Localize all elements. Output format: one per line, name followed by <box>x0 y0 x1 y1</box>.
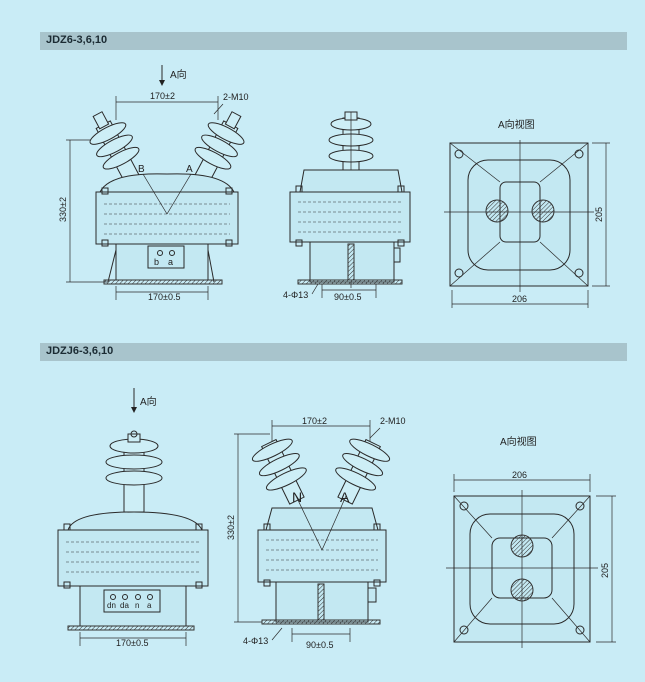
dim-top-spacing: 170±2 <box>302 416 327 426</box>
side-view-jdzj6: 170±2 2-M10 330±2 N A <box>226 416 406 650</box>
terminal-a-label: A <box>186 164 193 175</box>
section-title: JDZ6-3,6,10 <box>46 34 108 46</box>
terminal-b-label: B <box>138 164 145 175</box>
dim-view-width: 206 <box>512 294 527 304</box>
section-title: JDZJ6-3,6,10 <box>46 345 114 357</box>
a-view-jdz6: A向视图 206 205 <box>444 118 610 308</box>
section-header-jdzj6: JDZJ6-3,6,10 <box>40 343 627 361</box>
dim-view-width: 206 <box>512 470 527 480</box>
direction-label: A向 <box>170 68 187 81</box>
direction-label: A向 <box>140 395 157 408</box>
secondary-n: n <box>135 601 139 610</box>
section-header-jdz6: JDZ6-3,6,10 <box>40 32 627 50</box>
dim-base-width: 170±0.5 <box>148 292 180 302</box>
dim-holes: 4-Φ13 <box>283 290 308 300</box>
secondary-a: a <box>147 601 152 610</box>
terminal-a-label: A <box>340 489 350 505</box>
side-view-jdz6: 4-Φ13 90±0.5 <box>283 111 411 302</box>
dim-height: 330±2 <box>58 197 68 222</box>
secondary-dn: dn <box>107 601 116 610</box>
dim-base-width: 170±0.5 <box>116 638 148 648</box>
dim-top-spacing: 170±2 <box>150 91 175 101</box>
front-view-jdz6: A向 170±2 2-M10 330±2 <box>58 65 249 302</box>
dim-thread: 2-M10 <box>380 416 406 426</box>
view-label: A向视图 <box>498 118 535 131</box>
secondary-da: da <box>120 601 129 610</box>
dim-view-height: 205 <box>594 207 604 222</box>
front-view-jdzj6: A向 dn da n a <box>57 388 209 648</box>
dim-mid-width: 90±0.5 <box>334 292 361 302</box>
secondary-b: b <box>154 257 159 267</box>
terminal-n-label: N <box>292 489 302 505</box>
a-view-jdzj6: A向视图 206 205 <box>446 435 616 648</box>
dim-thread: 2-M10 <box>223 92 249 102</box>
dim-view-height: 205 <box>600 563 610 578</box>
view-label: A向视图 <box>500 435 537 448</box>
dim-mid-width: 90±0.5 <box>306 640 333 650</box>
dim-holes: 4-Φ13 <box>243 636 268 646</box>
secondary-a: a <box>168 257 173 267</box>
dim-height: 330±2 <box>226 515 236 540</box>
